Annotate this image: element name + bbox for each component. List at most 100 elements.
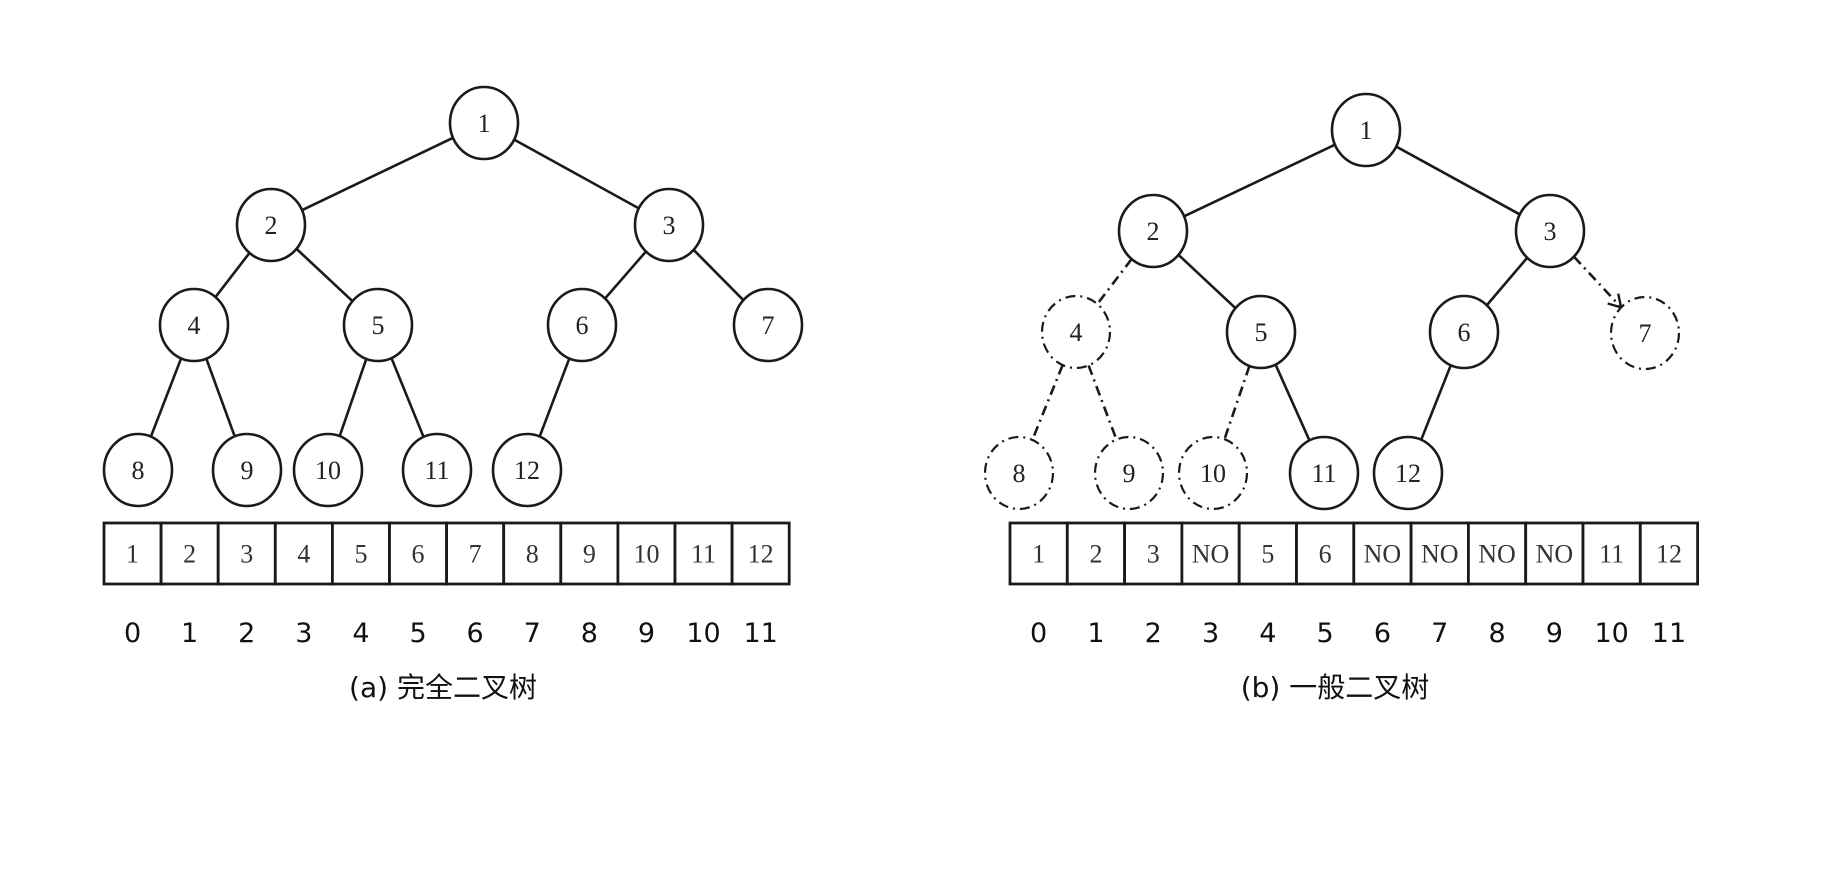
node-circle — [633, 187, 705, 263]
cell-box — [673, 521, 734, 586]
array-index: 10 — [686, 618, 720, 649]
tree-node-4: 4 — [1040, 294, 1112, 370]
node-circle — [732, 287, 804, 363]
edge-5-10 — [338, 358, 368, 437]
cell-value: 6 — [412, 540, 425, 569]
tree-node-5: 5 — [1225, 294, 1297, 370]
node-circle — [1330, 92, 1402, 168]
array-index: 7 — [1431, 618, 1448, 649]
array-index: 4 — [352, 618, 369, 649]
tree-node-6: 6 — [1428, 294, 1500, 370]
cell-value: 11 — [1599, 540, 1624, 569]
cell-box — [1295, 521, 1356, 586]
cell-value: 8 — [526, 540, 539, 569]
edge-4-9 — [1087, 364, 1118, 441]
array-cell: 4 — [273, 521, 334, 586]
panel-caption: (b) 一般二叉树 — [1241, 671, 1430, 704]
cell-value: 12 — [1656, 540, 1682, 569]
tree-node-10: 10 — [1177, 435, 1249, 511]
node-circle — [158, 287, 230, 363]
tree-node-9: 9 — [1093, 435, 1165, 511]
edge-6-12 — [538, 357, 571, 438]
edge-4-8 — [1031, 364, 1064, 441]
node-label: 10 — [1200, 459, 1226, 488]
cell-box — [616, 521, 677, 586]
cell-value: 5 — [1261, 540, 1274, 569]
cell-value: NO — [1421, 540, 1459, 569]
edge-4-8 — [149, 357, 183, 438]
node-circle — [235, 187, 307, 263]
array-cell: 6 — [388, 521, 448, 586]
node-label: 7 — [1639, 319, 1652, 348]
cell-box — [330, 521, 391, 586]
edge-1-2 — [1183, 143, 1336, 218]
cell-box — [730, 521, 791, 586]
edge-1-2 — [301, 136, 454, 212]
array-index: 3 — [295, 618, 312, 649]
node-label: 10 — [315, 456, 341, 485]
node-circle — [342, 287, 414, 363]
node-circle — [1177, 435, 1249, 511]
cell-value: 11 — [691, 540, 716, 569]
node-label: 9 — [1123, 459, 1136, 488]
tree-node-1: 1 — [448, 85, 520, 161]
array-cell: 11 — [1581, 521, 1642, 586]
array-cell: 1 — [1008, 521, 1069, 586]
node-label: 5 — [1255, 318, 1268, 347]
node-circle — [983, 435, 1055, 511]
array-cell: NO — [1524, 521, 1585, 586]
node-label: 4 — [1070, 318, 1083, 347]
tree-node-4: 4 — [158, 287, 230, 363]
edge-2-4 — [214, 252, 251, 298]
node-label: 4 — [188, 311, 201, 340]
edge-6-12 — [1419, 364, 1453, 441]
cell-value: 2 — [183, 540, 196, 569]
node-circle — [1288, 435, 1360, 511]
array-index: 0 — [1030, 618, 1047, 649]
tree-node-7: 7 — [1609, 295, 1681, 371]
node-label: 5 — [372, 311, 385, 340]
tree-node-8: 8 — [102, 432, 174, 508]
cell-value: 7 — [469, 540, 482, 569]
tree-node-2: 2 — [1117, 193, 1189, 269]
node-label: 6 — [1458, 318, 1471, 347]
array-cell: 8 — [502, 521, 563, 586]
node-circle — [491, 432, 563, 508]
tree-node-3: 3 — [1514, 193, 1586, 269]
array-index: 9 — [1546, 618, 1563, 649]
cell-value: 6 — [1319, 540, 1332, 569]
array-cell: 5 — [330, 521, 391, 586]
node-circle — [1372, 435, 1444, 511]
tree-node-2: 2 — [235, 187, 307, 263]
array-cell: 3 — [216, 521, 277, 586]
node-label: 1 — [478, 109, 491, 138]
node-circle — [1225, 294, 1297, 370]
array-cell: 12 — [1638, 521, 1700, 586]
node-circle — [211, 432, 283, 508]
tree-node-7: 7 — [732, 287, 804, 363]
cell-box — [273, 521, 334, 586]
array-cell: NO — [1409, 521, 1470, 586]
array-cell: 1 — [102, 521, 163, 586]
array-index: 1 — [181, 618, 198, 649]
panel-caption: (a) 完全二叉树 — [349, 671, 537, 704]
array-index: 1 — [1087, 618, 1104, 649]
edge-3-7 — [1572, 255, 1623, 309]
cell-value: 1 — [126, 540, 139, 569]
cell-value: 12 — [748, 540, 774, 569]
node-circle — [401, 432, 473, 508]
array-cell: 12 — [730, 521, 791, 586]
edge-1-3 — [513, 138, 640, 210]
tree-node-6: 6 — [546, 287, 618, 363]
cell-value: NO — [1364, 540, 1402, 569]
cell-value: 1 — [1032, 540, 1045, 569]
array-cell: 6 — [1295, 521, 1356, 586]
array-index: 3 — [1202, 618, 1219, 649]
node-circle — [1609, 295, 1681, 371]
cell-value: 10 — [633, 540, 659, 569]
node-label: 3 — [663, 211, 676, 240]
